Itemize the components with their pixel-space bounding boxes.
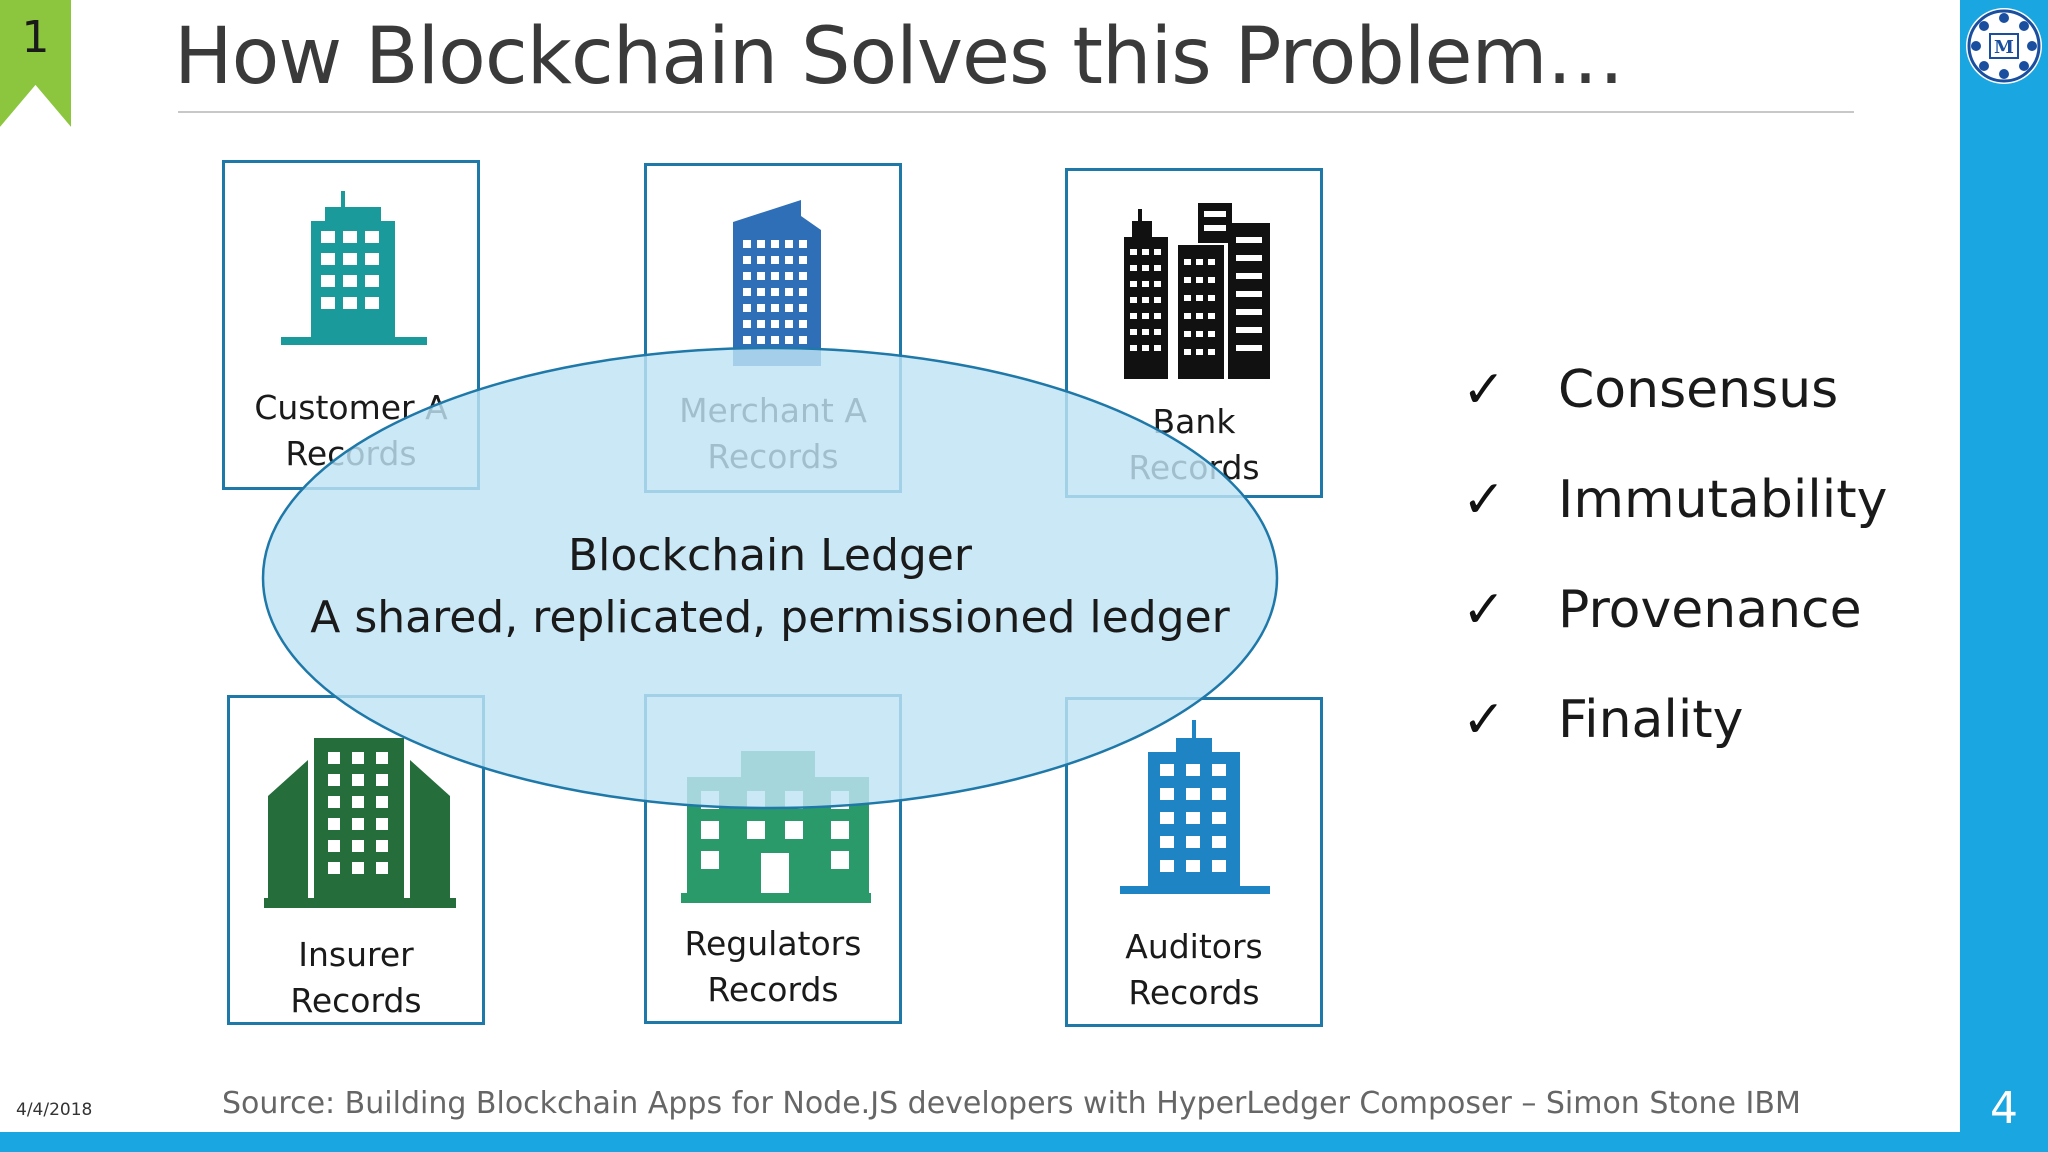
page-number: 4 [1990,1083,2018,1134]
buildings-black-icon [1124,203,1270,379]
benefit-label: Immutability [1558,470,1888,530]
node-label-line1: Bank [1152,402,1236,441]
building-green-icon [264,738,456,908]
benefit-label: Finality [1558,690,1744,750]
slide-title: How Blockchain Solves this Problem… [174,12,1624,102]
check-icon: ✓ [1462,360,1506,420]
source-citation: Source: Building Blockchain Apps for Nod… [222,1086,1801,1121]
node-card-auditors: Auditors Records [1065,697,1323,1027]
bottom-accent-bar [0,1132,1960,1152]
node-card-merchant: Merchant A Records [644,163,902,493]
node-label-line2: Records [707,437,839,476]
node-label-line1: Customer A [254,388,448,427]
check-icon: ✓ [1462,470,1506,530]
node-label-line2: Records [290,981,422,1020]
node-card-bank: Bank Records [1065,168,1323,498]
ledger-subtitle: A shared, replicated, permissioned ledge… [310,592,1230,643]
check-icon: ✓ [1462,580,1506,640]
building-seagreen-icon [681,751,871,903]
node-label-line1: Auditors [1125,927,1263,966]
node-label-line1: Regulators [684,924,862,963]
ledger-title: Blockchain Ledger [568,530,972,581]
right-accent-bar [1960,0,2048,1152]
node-card-customer: Customer A Records [222,160,480,490]
node-label-line2: Records [1128,448,1260,487]
node-label-line1: Insurer [298,935,414,974]
logo-icon: M [1966,8,2042,84]
slide-tag-icon [0,0,71,127]
node-label-line2: Records [707,970,839,1009]
title-divider [178,111,1854,113]
building-blue-icon [733,200,821,366]
node-label-line2: Records [285,434,417,473]
check-icon: ✓ [1462,690,1506,750]
slide-tag-number: 1 [21,12,50,63]
slide-date: 4/4/2018 [16,1100,93,1120]
logo-letter: M [1994,37,2014,58]
building-lightblue-icon [1120,720,1270,894]
node-label-line1: Merchant A [679,391,867,430]
building-teal-icon [281,191,427,345]
node-card-insurer: Insurer Records [227,695,485,1025]
node-label-line2: Records [1128,973,1260,1012]
benefit-label: Provenance [1558,580,1862,640]
benefit-label: Consensus [1558,360,1839,420]
node-card-regulators: Regulators Records [644,694,902,1024]
